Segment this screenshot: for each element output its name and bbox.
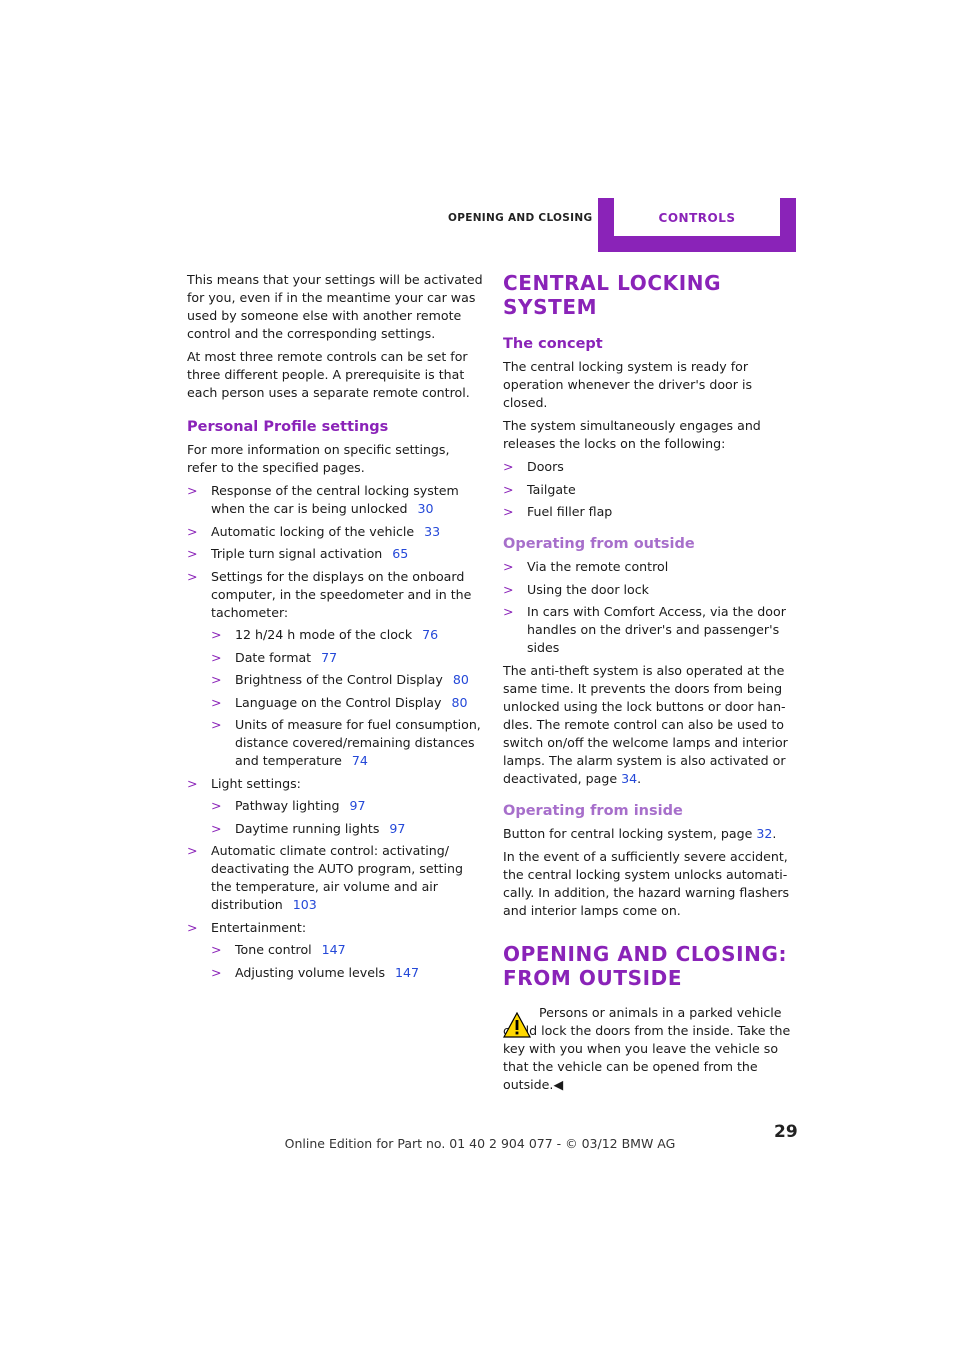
opening-closing-heading: Opening and closing: from outside (503, 942, 799, 990)
personal-profile-heading: Personal Profile settings (187, 419, 389, 435)
warning-block: Persons or animals in a parked vehicle c… (503, 1004, 799, 1094)
sublist-item: Units of measure for fuel consumption, d… (211, 716, 483, 770)
footer-edition: Online Edition for Part no. 01 40 2 904 … (284, 1136, 676, 1151)
page-link[interactable]: 34 (621, 771, 638, 786)
personal-profile-list: Response of the central locking system w… (187, 482, 483, 982)
page-link[interactable]: 80 (452, 672, 469, 687)
lock-items-list: Doors Tailgate Fuel filler flap (503, 458, 799, 521)
list-item: Settings for the displays on the onboard… (187, 568, 483, 771)
left-column: This means that your settings will be ac… (187, 271, 483, 987)
personal-profile-intro: For more information on specific setting… (187, 442, 450, 475)
page-link[interactable]: 76 (422, 627, 439, 642)
intro-paragraph-1: This means that your settings will be ac… (187, 272, 483, 341)
list-item: In cars with Comfort Access, via the doo… (503, 603, 799, 657)
list-item: Automatic climate control: activating/ d… (187, 842, 483, 914)
page-link[interactable]: 74 (351, 753, 368, 768)
concept-paragraph-2: The system simultaneously engages and re… (503, 418, 761, 451)
list-item: Fuel filler flap (503, 503, 799, 521)
outside-list: Via the remote control Using the door lo… (503, 558, 799, 657)
page-number: 29 (774, 1122, 798, 1142)
page-link[interactable]: 80 (451, 694, 468, 710)
concept-paragraph-1: The central locking system is ready for … (503, 359, 753, 410)
page-link[interactable]: 77 (321, 649, 338, 665)
page-link[interactable]: 30 (417, 501, 434, 516)
inside-paragraph-1: Button for central locking system, page … (503, 826, 777, 841)
central-locking-heading: Central locking system (503, 271, 722, 319)
page-link[interactable]: 97 (389, 820, 406, 836)
end-marker-icon: ◀ (553, 1077, 564, 1092)
page-link[interactable]: 65 (392, 546, 409, 561)
list-item: Tailgate (503, 481, 799, 499)
page-link[interactable]: 97 (349, 798, 366, 813)
page-link[interactable]: 103 (292, 897, 317, 912)
list-item: Via the remote control (503, 558, 799, 576)
list-item: Response of the central locking system w… (187, 482, 483, 518)
anti-theft-paragraph: The anti-theft system is also operated a… (503, 663, 788, 786)
section-tab-label: Controls (614, 198, 780, 236)
opening-closing-heading-line-1: Opening and closing: (503, 942, 788, 966)
opening-closing-heading-line-2: from outside (503, 966, 683, 990)
operating-inside-heading: Operating from inside (503, 803, 683, 819)
intro-paragraph-2: At most three remote controls can be set… (187, 349, 470, 400)
page-link[interactable]: 32 (756, 826, 773, 841)
right-column: Central locking system The concept The c… (503, 271, 799, 1099)
list-item: Using the door lock (503, 581, 799, 599)
running-header-section: Opening and closing (448, 212, 593, 224)
list-item: Doors (503, 458, 799, 476)
warning-icon (503, 1012, 531, 1038)
page-link[interactable]: 147 (395, 964, 420, 980)
page-link[interactable]: 147 (321, 942, 346, 957)
concept-heading: The concept (503, 336, 603, 352)
page-link[interactable]: 33 (424, 523, 441, 539)
operating-outside-heading: Operating from outside (503, 536, 695, 552)
inside-paragraph-2: In the event of a sufficiently severe ac… (503, 849, 790, 918)
warning-text: Persons or animals in a parked vehicle c… (503, 1005, 791, 1092)
